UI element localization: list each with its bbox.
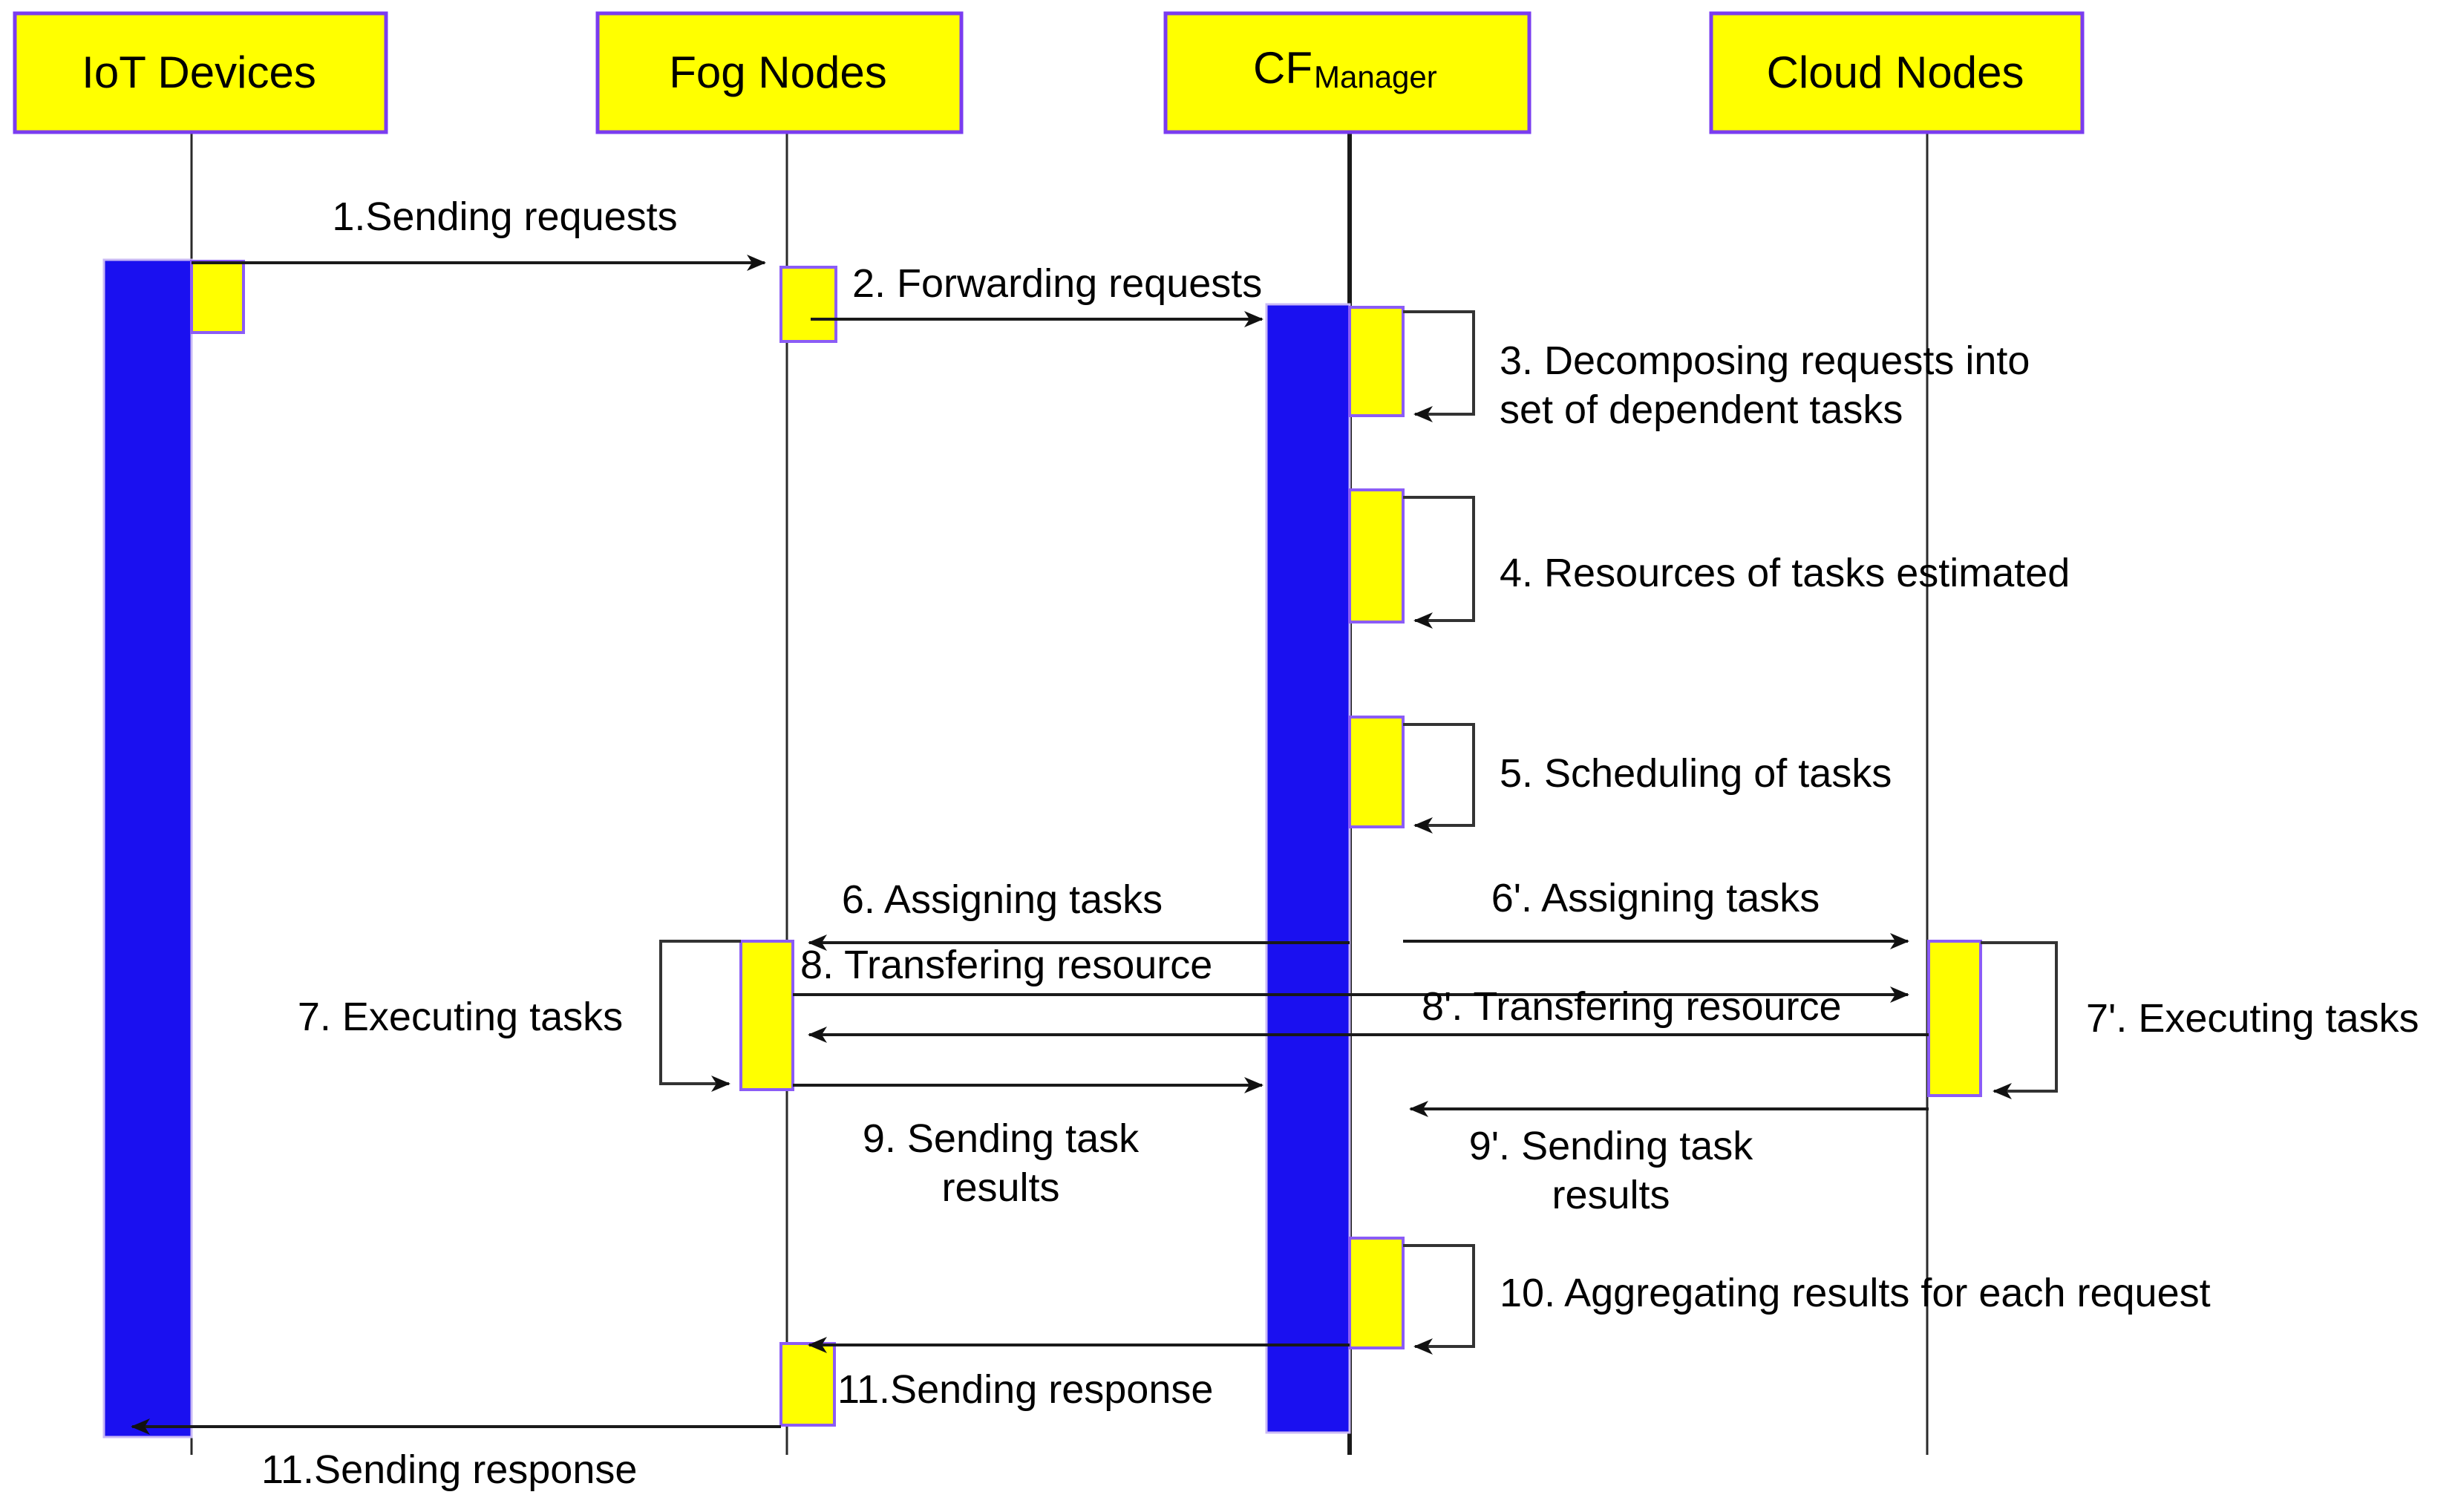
message-label-7p: 7'. Executing tasks [2086, 996, 2419, 1041]
message-selfloop-7[interactable] [659, 940, 741, 1092]
activation-yellow-cfm-5 [1348, 716, 1405, 828]
message-label-1: 1.Sending requests [332, 194, 677, 239]
activation-blue-cfm [1265, 303, 1351, 1434]
activation-yellow-fog-1 [779, 266, 837, 343]
message-label-6p: 6'. Assigning tasks [1491, 876, 1820, 920]
message-label-7: 7. Executing tasks [298, 995, 623, 1039]
message-label-9-line2: results [941, 1165, 1059, 1210]
activation-yellow-fog-11 [779, 1342, 836, 1427]
activation-yellow-cfm-3 [1348, 306, 1405, 417]
message-label-11b: 11.Sending response [261, 1447, 637, 1492]
participant-label-cloud: Cloud Nodes [1767, 48, 2024, 97]
message-selfloop-3[interactable] [1403, 310, 1475, 422]
message-label-4: 4. Resources of tasks estimated [1500, 551, 2070, 595]
message-selfloop-5[interactable] [1403, 723, 1475, 834]
participant-label-fog: Fog Nodes [669, 48, 887, 97]
message-label-10: 10. Aggregating results for each request [1500, 1271, 2211, 1315]
participant-label-cfm-sub: Manager [1314, 59, 1437, 94]
message-label-8p: 8'. Transfering resource [1422, 984, 1842, 1029]
message-selfloop-7p[interactable] [1981, 941, 2058, 1099]
message-label-3-line2: set of dependent tasks [1500, 387, 1903, 432]
message-selfloop-10[interactable] [1403, 1244, 1475, 1355]
activation-yellow-cfm-10 [1348, 1237, 1405, 1349]
message-label-9-line1: 9. Sending task [863, 1116, 1140, 1161]
message-label-6: 6. Assigning tasks [842, 877, 1163, 922]
message-label-8: 8. Transfering resource [800, 943, 1212, 987]
activation-yellow-iot-1 [190, 260, 245, 334]
message-label-2: 2. Forwarding requests [852, 261, 1262, 306]
activation-yellow-cloud-exec [1927, 940, 1982, 1097]
participant-box-fog[interactable] [595, 11, 964, 134]
message-label-5: 5. Scheduling of tasks [1500, 751, 1892, 796]
message-label-11: 11.Sending response [837, 1367, 1213, 1412]
activation-blue-iot [102, 258, 193, 1439]
participant-box-cloud[interactable] [1709, 11, 2085, 134]
activation-yellow-cfm-4 [1348, 488, 1405, 624]
message-label-9p-line1: 9'. Sending task [1469, 1124, 1754, 1168]
message-selfloop-4[interactable] [1403, 496, 1475, 629]
participant-label-cfm-main: CF [1253, 43, 1313, 93]
participant-box-cfm[interactable] [1163, 11, 1531, 134]
activation-yellow-fog-exec [739, 940, 794, 1091]
message-label-3-line1: 3. Decomposing requests into [1500, 338, 2030, 383]
participant-box-iot[interactable] [13, 11, 388, 134]
participant-label-iot: IoT Devices [82, 48, 316, 97]
message-label-9p-line2: results [1552, 1173, 1670, 1217]
